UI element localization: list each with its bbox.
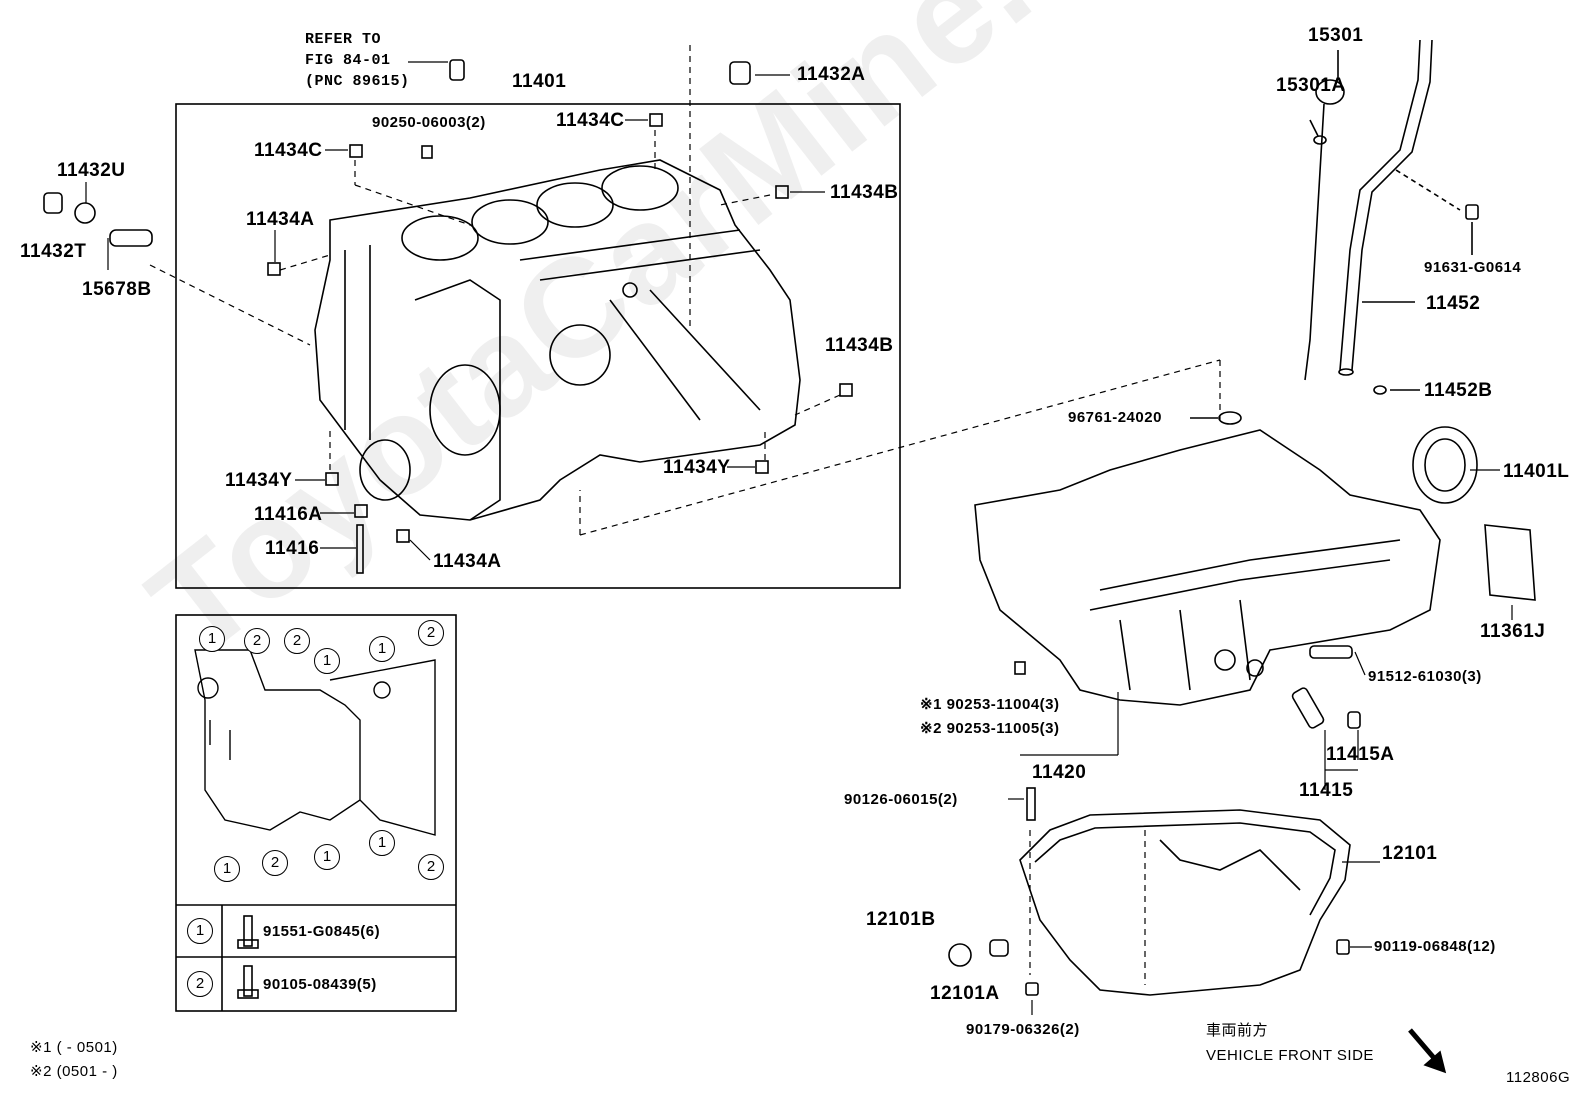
part-label-90119-06848[interactable]: 90119-06848(12) <box>1374 938 1496 955</box>
part-label-11416A[interactable]: 11416A <box>254 504 323 525</box>
diagram-id: 112806G <box>1506 1069 1571 1086</box>
refer-note-line1: REFER TO <box>305 31 382 48</box>
legend-part-1[interactable]: 91551-G0845(6) <box>263 923 381 940</box>
bolt-mark-11: 2 <box>418 854 444 880</box>
part-label-11452[interactable]: 11452 <box>1426 293 1481 314</box>
bolt-mark-6: 2 <box>418 620 444 646</box>
part-label-11432T[interactable]: 11432T <box>20 241 87 262</box>
part-label-11434Y-right[interactable]: 11434Y <box>663 457 731 478</box>
part-label-15301A[interactable]: 15301A <box>1276 75 1346 96</box>
bolt-pattern-frame <box>175 614 457 1012</box>
part-label-11434B-top[interactable]: 11434B <box>830 182 899 203</box>
part-label-11452B[interactable]: 11452B <box>1424 380 1493 401</box>
block-small-parts <box>43 59 853 574</box>
part-label-12101A[interactable]: 12101A <box>930 983 1000 1004</box>
part-label-11434C-right[interactable]: 11434C <box>556 110 625 131</box>
legend-bolt-icons <box>237 915 259 999</box>
part-label-11361J[interactable]: 11361J <box>1480 621 1546 642</box>
part-label-90253-11005[interactable]: ※2 90253-11005(3) <box>920 720 1060 737</box>
part-label-11434C-left[interactable]: 11434C <box>254 140 323 161</box>
cylinder-block-frame <box>175 103 901 589</box>
part-label-12101B[interactable]: 12101B <box>866 909 936 930</box>
bolt-mark-4: 1 <box>314 648 340 674</box>
part-label-12101[interactable]: 12101 <box>1382 843 1438 864</box>
footnote-1: ※1 ( - 0501) <box>30 1039 118 1056</box>
part-label-90126-06015[interactable]: 90126-06015(2) <box>844 791 958 808</box>
part-label-11401[interactable]: 11401 <box>512 71 567 92</box>
bolt-mark-9: 1 <box>314 844 340 870</box>
bolt-pattern-drawing <box>194 649 436 836</box>
bolt-mark-10: 1 <box>369 830 395 856</box>
front-direction-jp: 車両前方 <box>1206 1022 1269 1039</box>
bolt-mark-3: 2 <box>284 628 310 654</box>
part-label-11415A[interactable]: 11415A <box>1326 744 1395 765</box>
part-label-11434B-mid[interactable]: 11434B <box>825 335 894 356</box>
cylinder-block-drawing <box>314 159 801 521</box>
bolt-mark-5: 1 <box>369 636 395 662</box>
refer-note-line3: (PNC 89615) <box>305 73 410 90</box>
front-direction-en: VEHICLE FRONT SIDE <box>1206 1047 1374 1064</box>
part-label-90179-06326[interactable]: 90179-06326(2) <box>966 1021 1080 1038</box>
part-label-11416[interactable]: 11416 <box>265 538 320 559</box>
part-label-11434A-bottom[interactable]: 11434A <box>433 551 502 572</box>
front-direction-arrow <box>1408 1028 1447 1074</box>
part-label-90253-11004[interactable]: ※1 90253-11004(3) <box>920 696 1060 713</box>
part-label-96761-24020[interactable]: 96761-24020 <box>1068 409 1162 426</box>
part-label-11401L[interactable]: 11401L <box>1503 461 1570 482</box>
part-label-11432U[interactable]: 11432U <box>57 160 126 181</box>
legend-part-2[interactable]: 90105-08439(5) <box>263 976 377 993</box>
dipstick-drawing <box>1190 39 1479 425</box>
bolt-mark-1: 1 <box>199 626 225 652</box>
oil-pan-lower-drawing <box>948 787 1351 996</box>
bolt-mark-8: 2 <box>262 850 288 876</box>
legend-mark-1: 1 <box>187 918 213 944</box>
part-label-90250-06003[interactable]: 90250-06003(2) <box>372 114 486 131</box>
part-label-15301[interactable]: 15301 <box>1308 25 1364 46</box>
part-label-11434Y-left[interactable]: 11434Y <box>225 470 293 491</box>
bolt-mark-2: 2 <box>244 628 270 654</box>
part-label-15678B[interactable]: 15678B <box>82 279 152 300</box>
part-label-11432A[interactable]: 11432A <box>797 64 866 85</box>
part-label-11420[interactable]: 11420 <box>1032 762 1087 783</box>
part-label-91512-61030[interactable]: 91512-61030(3) <box>1368 668 1482 685</box>
legend-mark-2: 2 <box>187 971 213 997</box>
oil-pan-upper-drawing <box>974 426 1536 729</box>
part-label-11415[interactable]: 11415 <box>1299 780 1354 801</box>
footnote-2: ※2 (0501 - ) <box>30 1063 118 1080</box>
bolt-mark-7: 1 <box>214 856 240 882</box>
refer-note-line2: FIG 84-01 <box>305 52 391 69</box>
part-label-11434A-top[interactable]: 11434A <box>246 209 315 230</box>
part-label-91631-G0614[interactable]: 91631-G0614 <box>1424 259 1522 276</box>
